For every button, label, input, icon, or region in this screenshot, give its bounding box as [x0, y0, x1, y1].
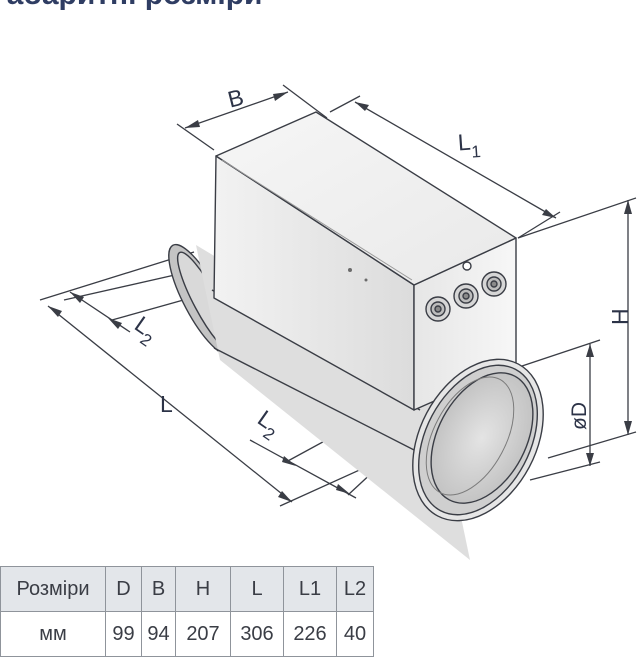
- l2-left-arrow-b: [108, 318, 122, 329]
- l2-left-extension-a: [63, 271, 189, 301]
- h-extension-top: [517, 197, 637, 239]
- table-header-cell: L2: [336, 566, 374, 612]
- screw-icon: [364, 278, 368, 282]
- table-header-cell: D: [105, 566, 142, 612]
- dimensions-table: Розміри D B H L L1 L2 мм 99 94 207 306 2…: [0, 566, 374, 657]
- h-arrow-top: [624, 200, 632, 214]
- b-arrow-right: [273, 92, 288, 101]
- table-header-cell: Розміри: [0, 566, 106, 612]
- l2-bottom-label: L2: [249, 405, 286, 445]
- table-cell: 40: [336, 611, 374, 657]
- l-dimension-line: [47, 305, 293, 503]
- cable-gland-icon: [453, 283, 479, 309]
- table-cell: 94: [141, 611, 176, 657]
- b-extension-left: [176, 123, 215, 151]
- table-cell: 306: [230, 611, 284, 657]
- screw-icon: [462, 261, 472, 271]
- l-label: L: [160, 391, 173, 417]
- table-cell: 207: [175, 611, 231, 657]
- l2-bottom-arrow-b: [336, 484, 350, 494]
- h-label: H: [607, 308, 633, 325]
- table-header-cell: H: [175, 566, 231, 612]
- table-header-cell: B: [141, 566, 176, 612]
- b-dimension-line: [184, 91, 289, 129]
- d-arrow-top: [586, 344, 594, 357]
- table-header-row: Розміри D B H L L1 L2: [0, 566, 374, 612]
- duct-heater: [168, 111, 544, 560]
- l1-extension-bottom: [517, 211, 561, 239]
- b-arrow-left: [185, 120, 200, 128]
- page-title: Габаритні розміри: [0, 0, 262, 12]
- h-extension-bottom: [547, 431, 637, 459]
- l2-bottom-arrow-a: [282, 456, 296, 466]
- screw-icon: [348, 268, 352, 272]
- h-arrow-bottom: [624, 421, 632, 435]
- l-arrow-left: [48, 306, 62, 317]
- table-row: мм 99 94 207 306 226 40: [0, 611, 374, 657]
- cable-gland-icon: [425, 296, 451, 322]
- l1-arrow-bottom: [542, 209, 556, 218]
- d-extension-bottom: [529, 461, 601, 481]
- table-cell: мм: [0, 611, 106, 657]
- cable-gland-icon: [481, 271, 507, 297]
- b-extension-right: [282, 84, 328, 119]
- front-collar-gasket: [425, 376, 515, 496]
- l1-arrow-top: [355, 102, 369, 111]
- l2-left-arrow-a: [70, 292, 84, 303]
- box-top-face: [215, 111, 517, 286]
- front-collar-inner: [430, 372, 534, 504]
- l1-extension-top: [329, 95, 361, 113]
- l1-dimension-line: [354, 101, 557, 219]
- l1-label: L1: [457, 128, 482, 162]
- d-label: øD: [568, 402, 591, 430]
- d-arrow-bottom: [586, 453, 594, 466]
- dimension-drawing: B L1 H øD L L2 L2: [39, 84, 637, 560]
- table-cell: 226: [283, 611, 337, 657]
- table-header-cell: L1: [283, 566, 337, 612]
- box-top-highlight: [221, 159, 413, 281]
- table-cell: 99: [105, 611, 142, 657]
- l-arrow-right: [278, 491, 292, 502]
- pipe-bottom-edge: [213, 347, 419, 453]
- d-extension-top: [509, 339, 601, 371]
- b-label: B: [225, 84, 246, 113]
- l2-left-label: L2: [126, 311, 163, 351]
- table-header-cell: L: [230, 566, 284, 612]
